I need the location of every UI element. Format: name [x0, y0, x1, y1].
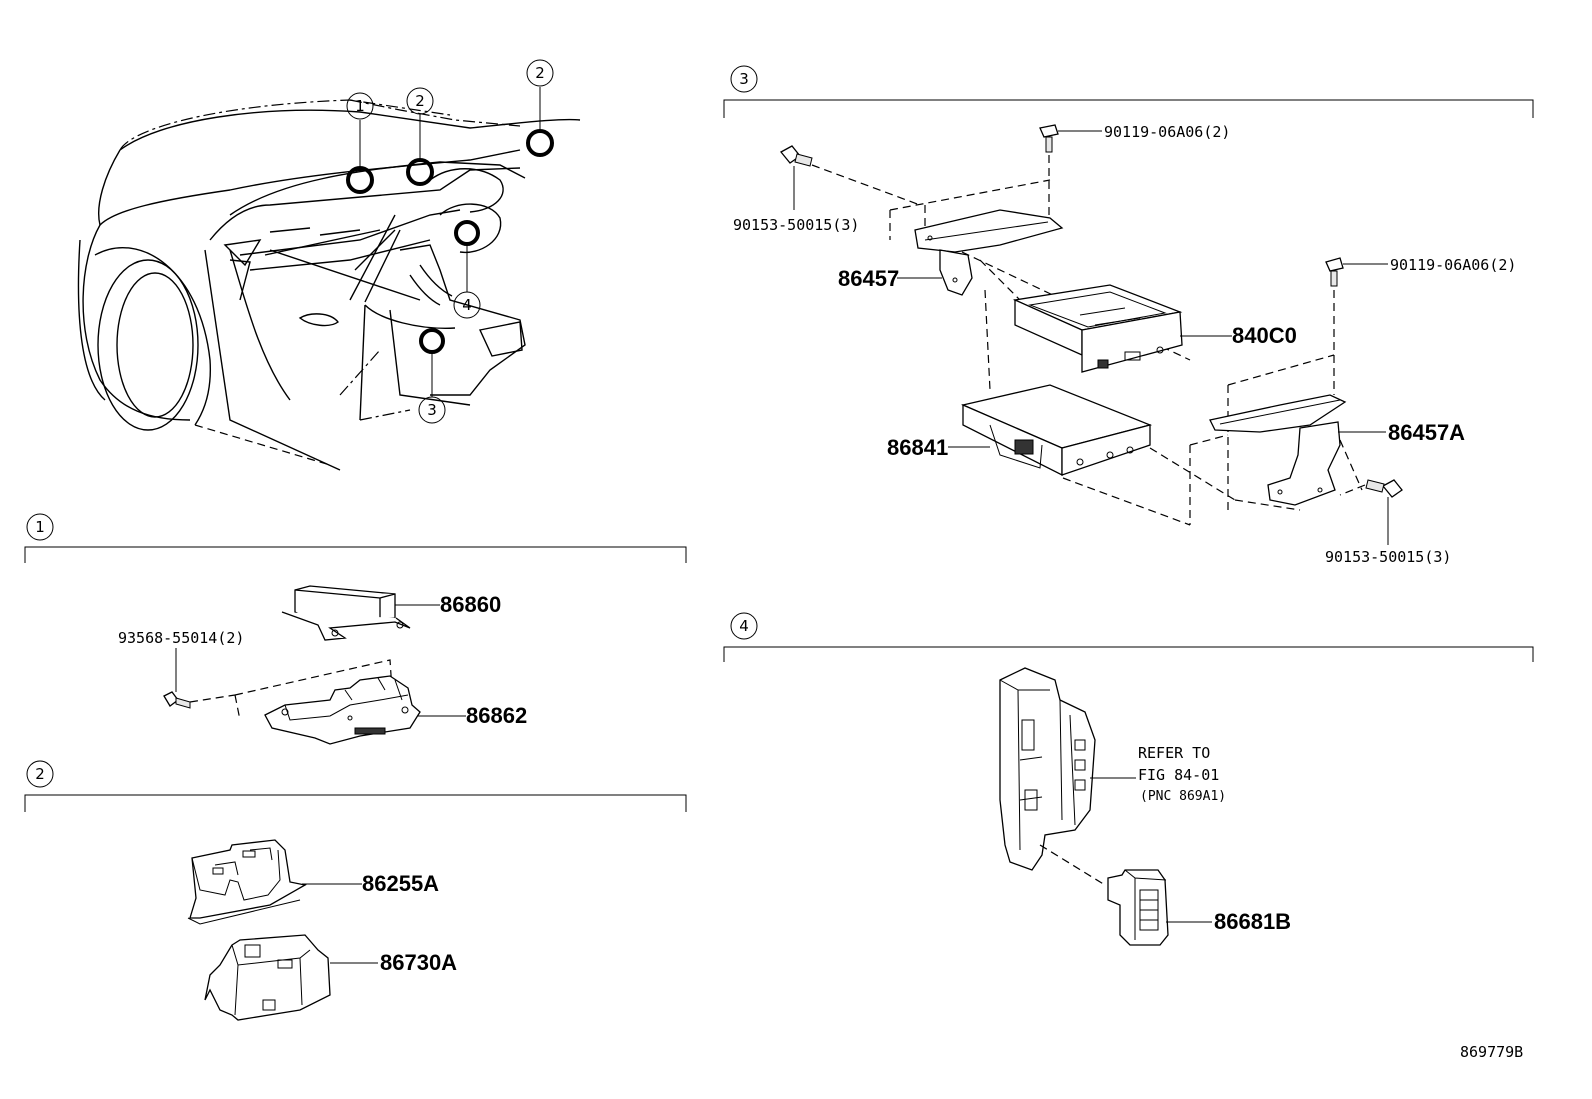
svg-text:3: 3	[739, 70, 749, 88]
svg-text:4: 4	[462, 296, 472, 314]
part-86457-bracket	[914, 209, 1064, 296]
callout-2-overview-b: 2	[526, 59, 554, 87]
bolt-93568	[163, 691, 191, 709]
part-86860-module	[281, 585, 411, 641]
svg-text:3: 3	[427, 401, 437, 419]
callout-1-overview: 1	[346, 92, 374, 120]
label-86730A: 86730A	[380, 950, 457, 975]
part-86841-module	[960, 384, 1153, 477]
callout-4-overview: 4	[453, 291, 481, 319]
svg-text:2: 2	[35, 765, 45, 783]
label-86681B: 86681B	[1214, 909, 1291, 934]
label-90153-left: 90153-50015(3)	[733, 216, 859, 234]
part-86457A-bracket	[1209, 394, 1347, 506]
label-86457A: 86457A	[1388, 420, 1465, 445]
callout-3-overview: 3	[418, 396, 446, 424]
label-90153-right: 90153-50015(3)	[1325, 548, 1451, 566]
vehicle-interior-illustration	[77, 87, 581, 471]
part-86862-bracket	[264, 675, 421, 745]
callout-2-overview-a: 2	[406, 87, 434, 115]
section-3: 3 90119-06A06(2) 90153-50015(3) 86457	[723, 65, 1534, 566]
label-93568: 93568-55014(2)	[118, 629, 244, 647]
figure-id: 869779B	[1460, 1043, 1523, 1061]
label-90119-right: 90119-06A06(2)	[1390, 256, 1516, 274]
part-86730A	[204, 934, 331, 1021]
refer-line-3: (PNC 869A1)	[1140, 789, 1226, 804]
label-840C0: 840C0	[1232, 323, 1297, 348]
section-1: 1 86860 86862	[24, 513, 687, 745]
label-86862: 86862	[466, 703, 527, 728]
bolt-90119-right	[1325, 257, 1344, 287]
bolt-90119-top	[1039, 124, 1059, 153]
label-86255A: 86255A	[362, 871, 439, 896]
svg-text:1: 1	[35, 518, 45, 536]
svg-text:2: 2	[535, 64, 545, 82]
label-86457: 86457	[838, 266, 899, 291]
label-86860: 86860	[440, 592, 501, 617]
part-86681B	[1107, 869, 1169, 946]
svg-text:4: 4	[739, 617, 749, 635]
part-840C0-module	[1012, 284, 1183, 373]
refer-line-2: FIG 84-01	[1138, 766, 1219, 784]
bolt-90153-right	[1365, 479, 1403, 498]
label-86841: 86841	[887, 435, 948, 460]
refer-line-1: REFER TO	[1138, 744, 1210, 762]
section-2: 2 86255A 86730A	[24, 760, 687, 1021]
bolt-90153-left	[780, 145, 813, 167]
svg-text:2: 2	[415, 92, 425, 110]
section-4: 4 REFER TO FIG 84-01 (PNC 869A1) 86681B	[723, 612, 1534, 946]
part-junction-block	[999, 667, 1096, 871]
svg-text:1: 1	[355, 97, 365, 115]
part-86255A	[187, 839, 307, 925]
label-90119-top: 90119-06A06(2)	[1104, 123, 1230, 141]
